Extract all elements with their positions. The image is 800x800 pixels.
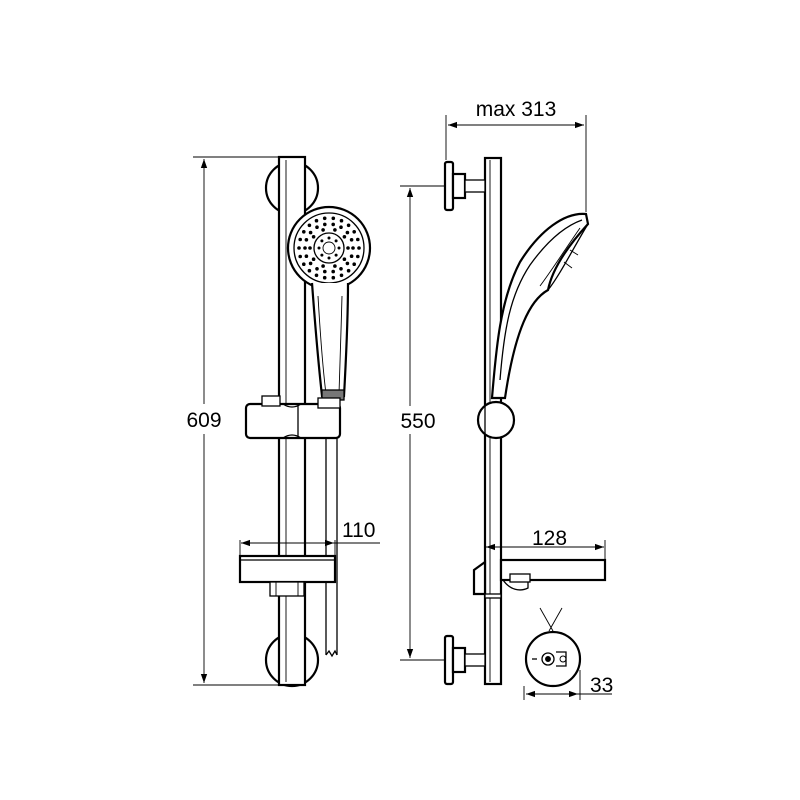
overall-height-label: 609 xyxy=(186,409,221,432)
nozzle-dot xyxy=(327,236,331,240)
nozzle-dot xyxy=(345,230,350,235)
nozzle-dot xyxy=(320,239,324,243)
nozzle-dot xyxy=(297,246,301,250)
nozzle-dot xyxy=(351,246,355,250)
nozzle-dot xyxy=(323,222,327,227)
nozzle-dot xyxy=(339,225,343,229)
nozzle-dot xyxy=(320,253,324,257)
nozzle-dot xyxy=(311,235,316,239)
nozzle-dot xyxy=(317,246,321,250)
nozzle-dot xyxy=(327,256,331,260)
nozzle-dot xyxy=(333,264,337,268)
rail-section-view: 33 xyxy=(523,607,613,700)
dimension-soap-dish-depth: 128 xyxy=(486,527,606,560)
nozzle-dot xyxy=(349,238,354,242)
nozzle-dot xyxy=(345,261,350,266)
front-hose xyxy=(325,400,338,658)
nozzle-dot xyxy=(298,254,303,259)
front-view: 609 110 xyxy=(180,155,380,688)
max-projection-label: max 313 xyxy=(476,98,557,121)
rail-height-label: 550 xyxy=(400,410,435,433)
nozzle-dot xyxy=(346,246,350,250)
nozzle-dot xyxy=(323,269,327,274)
side-view: max 313 550 128 xyxy=(388,98,607,686)
nozzle-dot xyxy=(298,237,303,242)
nozzle-dot xyxy=(311,257,316,262)
nozzle-dot xyxy=(331,275,336,280)
nozzle-dot xyxy=(337,246,341,250)
nozzle-dot xyxy=(307,223,312,228)
nozzle-dot xyxy=(322,275,327,280)
nozzle-dot xyxy=(331,269,336,274)
nozzle-dot xyxy=(334,253,338,257)
nozzle-dot xyxy=(321,264,325,268)
soap-dish-width-label: 110 xyxy=(342,519,375,542)
rail-diameter-label: 33 xyxy=(590,674,613,697)
nozzle-dot xyxy=(331,216,336,221)
nozzle-dot xyxy=(349,254,354,258)
nozzle-dot xyxy=(321,228,325,232)
nozzle-dot xyxy=(304,238,309,242)
nozzle-dot xyxy=(302,262,306,267)
side-soap-dish xyxy=(472,558,607,599)
front-shower-head xyxy=(286,205,372,401)
dimension-overall-height: 609 xyxy=(180,156,278,686)
side-shower-head xyxy=(490,212,590,400)
nozzle-dot xyxy=(308,261,313,266)
nozzle-dot xyxy=(304,254,309,258)
nozzle-dot xyxy=(357,246,361,250)
nozzle-dot xyxy=(346,223,351,228)
nozzle-dot xyxy=(302,230,306,234)
nozzle-dot xyxy=(333,228,337,232)
dimension-rail-height: 550 xyxy=(388,185,444,661)
nozzle-dot xyxy=(315,267,319,271)
nozzle-dot xyxy=(334,239,338,243)
nozzle-dot xyxy=(342,257,347,262)
nozzle-dot xyxy=(308,230,313,235)
dimension-soap-dish-width: 110 xyxy=(239,519,380,556)
nozzle-dot xyxy=(322,216,327,221)
nozzle-dot xyxy=(308,246,312,250)
nozzle-dot xyxy=(307,268,312,273)
nozzle-dot xyxy=(356,254,360,259)
nozzle-dot xyxy=(352,230,357,234)
side-bottom-bracket xyxy=(443,634,486,686)
nozzle-dot xyxy=(303,246,307,250)
nozzle-dot xyxy=(331,222,336,227)
nozzle-dot xyxy=(339,273,344,278)
nozzle-dot xyxy=(342,235,347,239)
nozzle-dot xyxy=(314,218,319,223)
side-slider-knob xyxy=(476,392,516,448)
nozzle-dot xyxy=(352,262,357,267)
front-soap-dish xyxy=(238,554,337,597)
dimension-max-projection: max 313 xyxy=(445,98,587,212)
nozzle-dot xyxy=(356,237,360,242)
side-top-bracket xyxy=(443,160,486,212)
nozzle-dot xyxy=(346,268,351,273)
nozzle-dot xyxy=(314,273,319,278)
front-slider xyxy=(244,395,342,440)
soap-dish-depth-label: 128 xyxy=(532,527,567,550)
nozzle-dot xyxy=(339,267,343,271)
nozzle-dot xyxy=(339,218,344,223)
nozzle-dot xyxy=(315,225,319,229)
